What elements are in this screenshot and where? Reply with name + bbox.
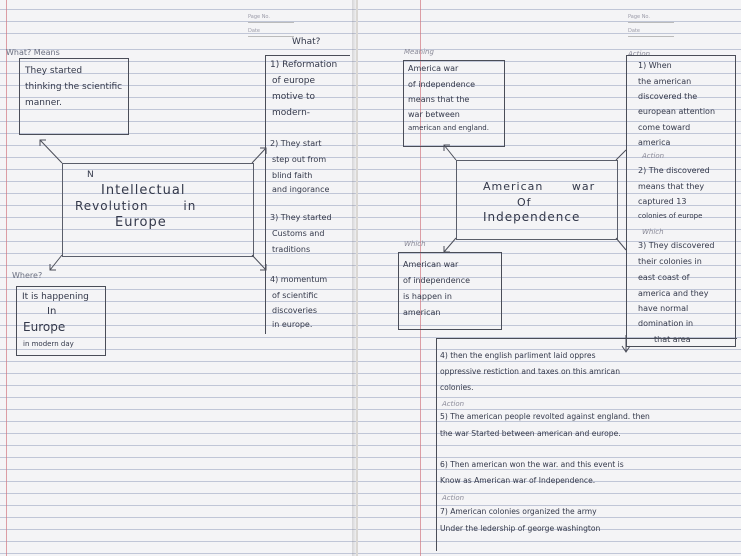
action-point-line: the american [638,77,692,86]
topic-title-line: Independence [483,210,581,224]
note-line: the war Started between american and eur… [440,429,621,438]
topic-title-line: Of [517,196,532,209]
what-point-line: and ingorance [272,185,330,194]
topic-title-line: Europe [115,215,167,230]
which-line: is happen in [403,292,452,301]
book-gutter [352,0,362,556]
note-line: 6) Then american won the war. and this e… [440,460,624,469]
which-label: Which [404,240,426,248]
action-column [626,55,736,347]
where-box: It is happening In Europe in modern day [16,286,106,356]
action-point-line: east coast of [638,273,690,282]
what-point-line: 1) Reformation [270,60,338,70]
meaning-box: America war of independence means that t… [403,60,505,147]
notes-block [436,338,737,551]
topic-title-line: American war [483,180,596,193]
note-line: oppressive restiction and taxes on this … [440,367,621,376]
what-point-line: 4) momentum [270,275,328,284]
action-point-line: european attention [638,107,716,116]
what-means-line: thinking the scientific [25,82,123,92]
which-line: American war [403,260,459,269]
margin-line [6,0,7,556]
note-tag: Action [442,400,465,408]
what-means-label: What? Means [6,48,60,57]
action-point-line: means that they [638,182,705,191]
topic-box: N Intellectual Revolution in Europe [62,163,254,257]
action-point-line: america and they [638,289,709,298]
note-line: 4) then the english parliment laid oppre… [440,351,596,360]
topic-mark: N [87,170,94,180]
meaning-line: american and england. [408,124,489,132]
where-line: It is happening [22,292,89,302]
meaning-line: America war [408,64,459,73]
note-line: Under the ledership of george washington [440,524,601,533]
where-label: Where? [12,271,43,280]
what-point-line: traditions [272,245,311,254]
which-line: american [403,308,441,317]
topic-title-line: Revolution in [75,199,197,213]
what-point-line: of europe [272,76,316,86]
meaning-label: Meaning [404,48,434,56]
what-point-line: Customs and [272,229,325,238]
what-point-line: of scientific [272,291,318,300]
action-point-line: america [638,138,671,147]
right-arrows [443,144,631,353]
where-line: Europe [23,320,66,334]
meaning-line: of independence [408,80,476,89]
page-number-field: Page No. [628,14,674,23]
which-line: of independence [403,276,471,285]
what-point-line: motive to [272,92,316,102]
action-point-line: colonies of europe [638,212,703,220]
action-point-line: 1) When [638,61,672,70]
topic-title-line: Intellectual [101,183,186,198]
page-number-field: Page No. [248,14,294,23]
meaning-line: means that the [408,95,470,104]
action-label: Action [628,50,651,58]
action-point-line: captured 13 [638,197,687,206]
what-point-line: blind faith [272,171,313,180]
right-page: Page No. Date Meaning America war of ind… [358,0,741,556]
topic-box: American war Of Independence [456,160,618,240]
what-point-line: 2) They start [270,139,322,148]
action-tag: Action [642,152,665,160]
margin-line [420,0,421,556]
note-line: 7) American colonies organized the army [440,507,597,516]
note-line: Know as American war of Independence. [440,476,596,485]
where-line: In [47,306,57,317]
what-means-box: They started thinking the scientific man… [19,58,129,135]
action-point-line: come toward [638,123,691,132]
action-point-line: 3) They discovered [638,241,715,250]
what-means-line: They started [25,66,83,76]
what-label: What? [292,37,321,47]
what-point-line: 3) They started [270,213,332,222]
action-point-line: discovered the [638,92,698,101]
note-line: 5) The american people revolted against … [440,412,650,421]
date-field: Date [628,28,674,37]
what-point-line: discoveries [272,306,318,315]
action-point-line: domination in [638,319,694,328]
meaning-line: war between [408,110,460,119]
what-means-line: manner. [25,98,62,108]
what-point-line: modern- [272,108,311,118]
what-point-line: step out from [272,155,327,164]
where-line: in modern day [23,340,74,348]
left-page: Page No. Date What? Means They started t… [0,0,356,556]
note-tag: Action [442,494,465,502]
action-point-line: have normal [638,304,689,313]
action-point-line: that area [654,335,691,344]
what-column [265,55,350,334]
action-point-line: 2) The discovered [638,166,710,175]
action-point-line: their colonies in [638,257,702,266]
note-line: colonies. [440,383,474,392]
left-arrows [39,139,267,271]
what-point-line: in europe. [272,320,313,329]
date-field: Date [248,28,294,37]
action-tag: Which [642,228,664,236]
